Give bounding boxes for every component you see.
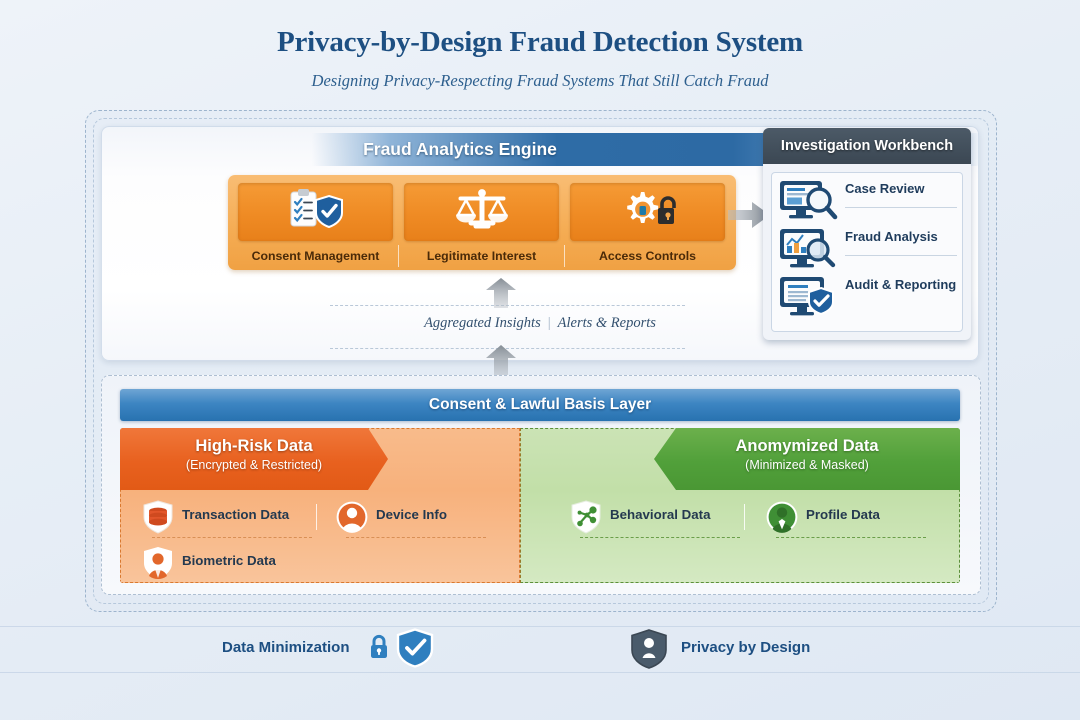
high-risk-title: High-Risk Data <box>195 437 313 455</box>
connector-right-label: Alerts & Reports <box>557 315 656 331</box>
data-classification-band: High-Risk Data (Encrypted & Restricted) … <box>120 428 960 583</box>
capability-card-legitimate-interest[interactable] <box>404 183 559 241</box>
capability-label-legitimate-interest: Legitimate Interest <box>426 249 537 263</box>
workbench-rule-1 <box>845 207 957 208</box>
flow-arrow-up-lower <box>484 345 518 384</box>
data-underline-profile-data <box>776 537 926 538</box>
fraud-analytics-engine-title: Fraud Analytics Engine <box>363 139 557 159</box>
gear-lock-icon <box>617 188 679 237</box>
data-label-biometric-data: Biometric Data <box>182 553 276 568</box>
data-underline-transaction-data <box>152 537 312 538</box>
data-label-transaction-data: Transaction Data <box>182 507 290 522</box>
high-risk-banner: High-Risk Data (Encrypted & Restricted) <box>120 428 388 490</box>
anonymized-subtitle: (Minimized & Masked) <box>745 458 869 472</box>
workbench-item-fraud-analysis[interactable]: Fraud Analysis <box>771 224 963 272</box>
engine-capability-group: Consent Management Legitimate Interest A… <box>228 175 736 270</box>
consent-lawful-basis-header: Consent & Lawful Basis Layer <box>120 389 960 421</box>
capability-label-consent-management: Consent Management <box>251 249 380 263</box>
data-item-divider-right <box>744 504 745 530</box>
network-nodes-shield-icon <box>570 500 602 539</box>
investigation-workbench-body: Case Review Fraud Analysis <box>771 172 963 332</box>
workbench-rule-2 <box>845 255 957 256</box>
monitor-magnifier-icon <box>777 178 839 227</box>
user-shield-icon <box>142 546 174 583</box>
high-risk-subtitle: (Encrypted & Restricted) <box>185 458 323 472</box>
capability-card-consent-management[interactable] <box>238 183 393 241</box>
data-item-divider-left <box>316 504 317 530</box>
data-item-biometric-data[interactable]: Biometric Data <box>142 546 312 580</box>
page-title: Privacy-by-Design Fraud Detection System <box>277 26 803 58</box>
footer-rule-top <box>0 626 1080 627</box>
shield-check-icon <box>396 628 434 673</box>
database-shield-icon <box>142 500 174 539</box>
data-underline-behavioral-data <box>580 537 740 538</box>
capability-card-access-controls[interactable] <box>570 183 725 241</box>
workbench-label-audit-reporting: Audit & Reporting <box>845 277 957 292</box>
monitor-chart-magnifier-icon <box>777 226 839 275</box>
user-circle-green-icon <box>766 500 798 539</box>
page-subtitle: Designing Privacy-Respecting Fraud Syste… <box>311 71 769 90</box>
data-label-profile-data: Profile Data <box>806 507 880 522</box>
footer-label-data-minimization: Data Minimization <box>222 639 350 656</box>
flow-arrow-up-upper <box>484 278 518 313</box>
inner-dashed-frame <box>93 118 989 604</box>
data-item-behavioral-data[interactable]: Behavioral Data <box>570 500 740 538</box>
data-label-device-info: Device Info <box>376 507 447 522</box>
anonymized-banner: Anomymized Data (Minimized & Masked) <box>654 428 960 490</box>
footer-rule-bottom <box>0 672 1080 673</box>
monitor-document-check-icon <box>777 274 839 323</box>
data-label-behavioral-data: Behavioral Data <box>610 507 711 522</box>
workbench-label-case-review: Case Review <box>845 181 925 196</box>
clipboard-checklist-shield-icon <box>285 188 347 236</box>
lock-icon <box>368 634 390 665</box>
flow-arrow-to-workbench <box>728 200 772 235</box>
data-item-profile-data[interactable]: Profile Data <box>766 500 926 538</box>
investigation-workbench-title: Investigation Workbench <box>763 128 971 164</box>
connector-caption: Aggregated Insights | Alerts & Reports <box>0 315 1080 332</box>
shield-person-icon <box>629 628 669 675</box>
connector-separator: | <box>547 315 551 331</box>
workbench-item-case-review[interactable]: Case Review <box>771 176 963 224</box>
workbench-item-audit-reporting[interactable]: Audit & Reporting <box>771 272 963 320</box>
data-underline-device-info <box>346 537 486 538</box>
connector-left-label: Aggregated Insights <box>424 315 541 331</box>
capability-label-access-controls: Access Controls <box>598 249 697 263</box>
zone-divider <box>520 428 521 583</box>
card-divider-1 <box>398 245 399 267</box>
anonymized-title: Anomymized Data <box>735 437 879 455</box>
connector-dashed-line-bottom <box>330 348 685 349</box>
data-item-transaction-data[interactable]: Transaction Data <box>142 500 312 538</box>
footer-label-privacy-by-design: Privacy by Design <box>681 639 811 656</box>
data-item-device-info[interactable]: Device Info <box>336 500 486 538</box>
card-divider-2 <box>564 245 565 267</box>
balance-scales-icon <box>453 188 511 237</box>
workbench-label-fraud-analysis: Fraud Analysis <box>845 229 938 244</box>
user-circle-icon <box>336 500 368 539</box>
